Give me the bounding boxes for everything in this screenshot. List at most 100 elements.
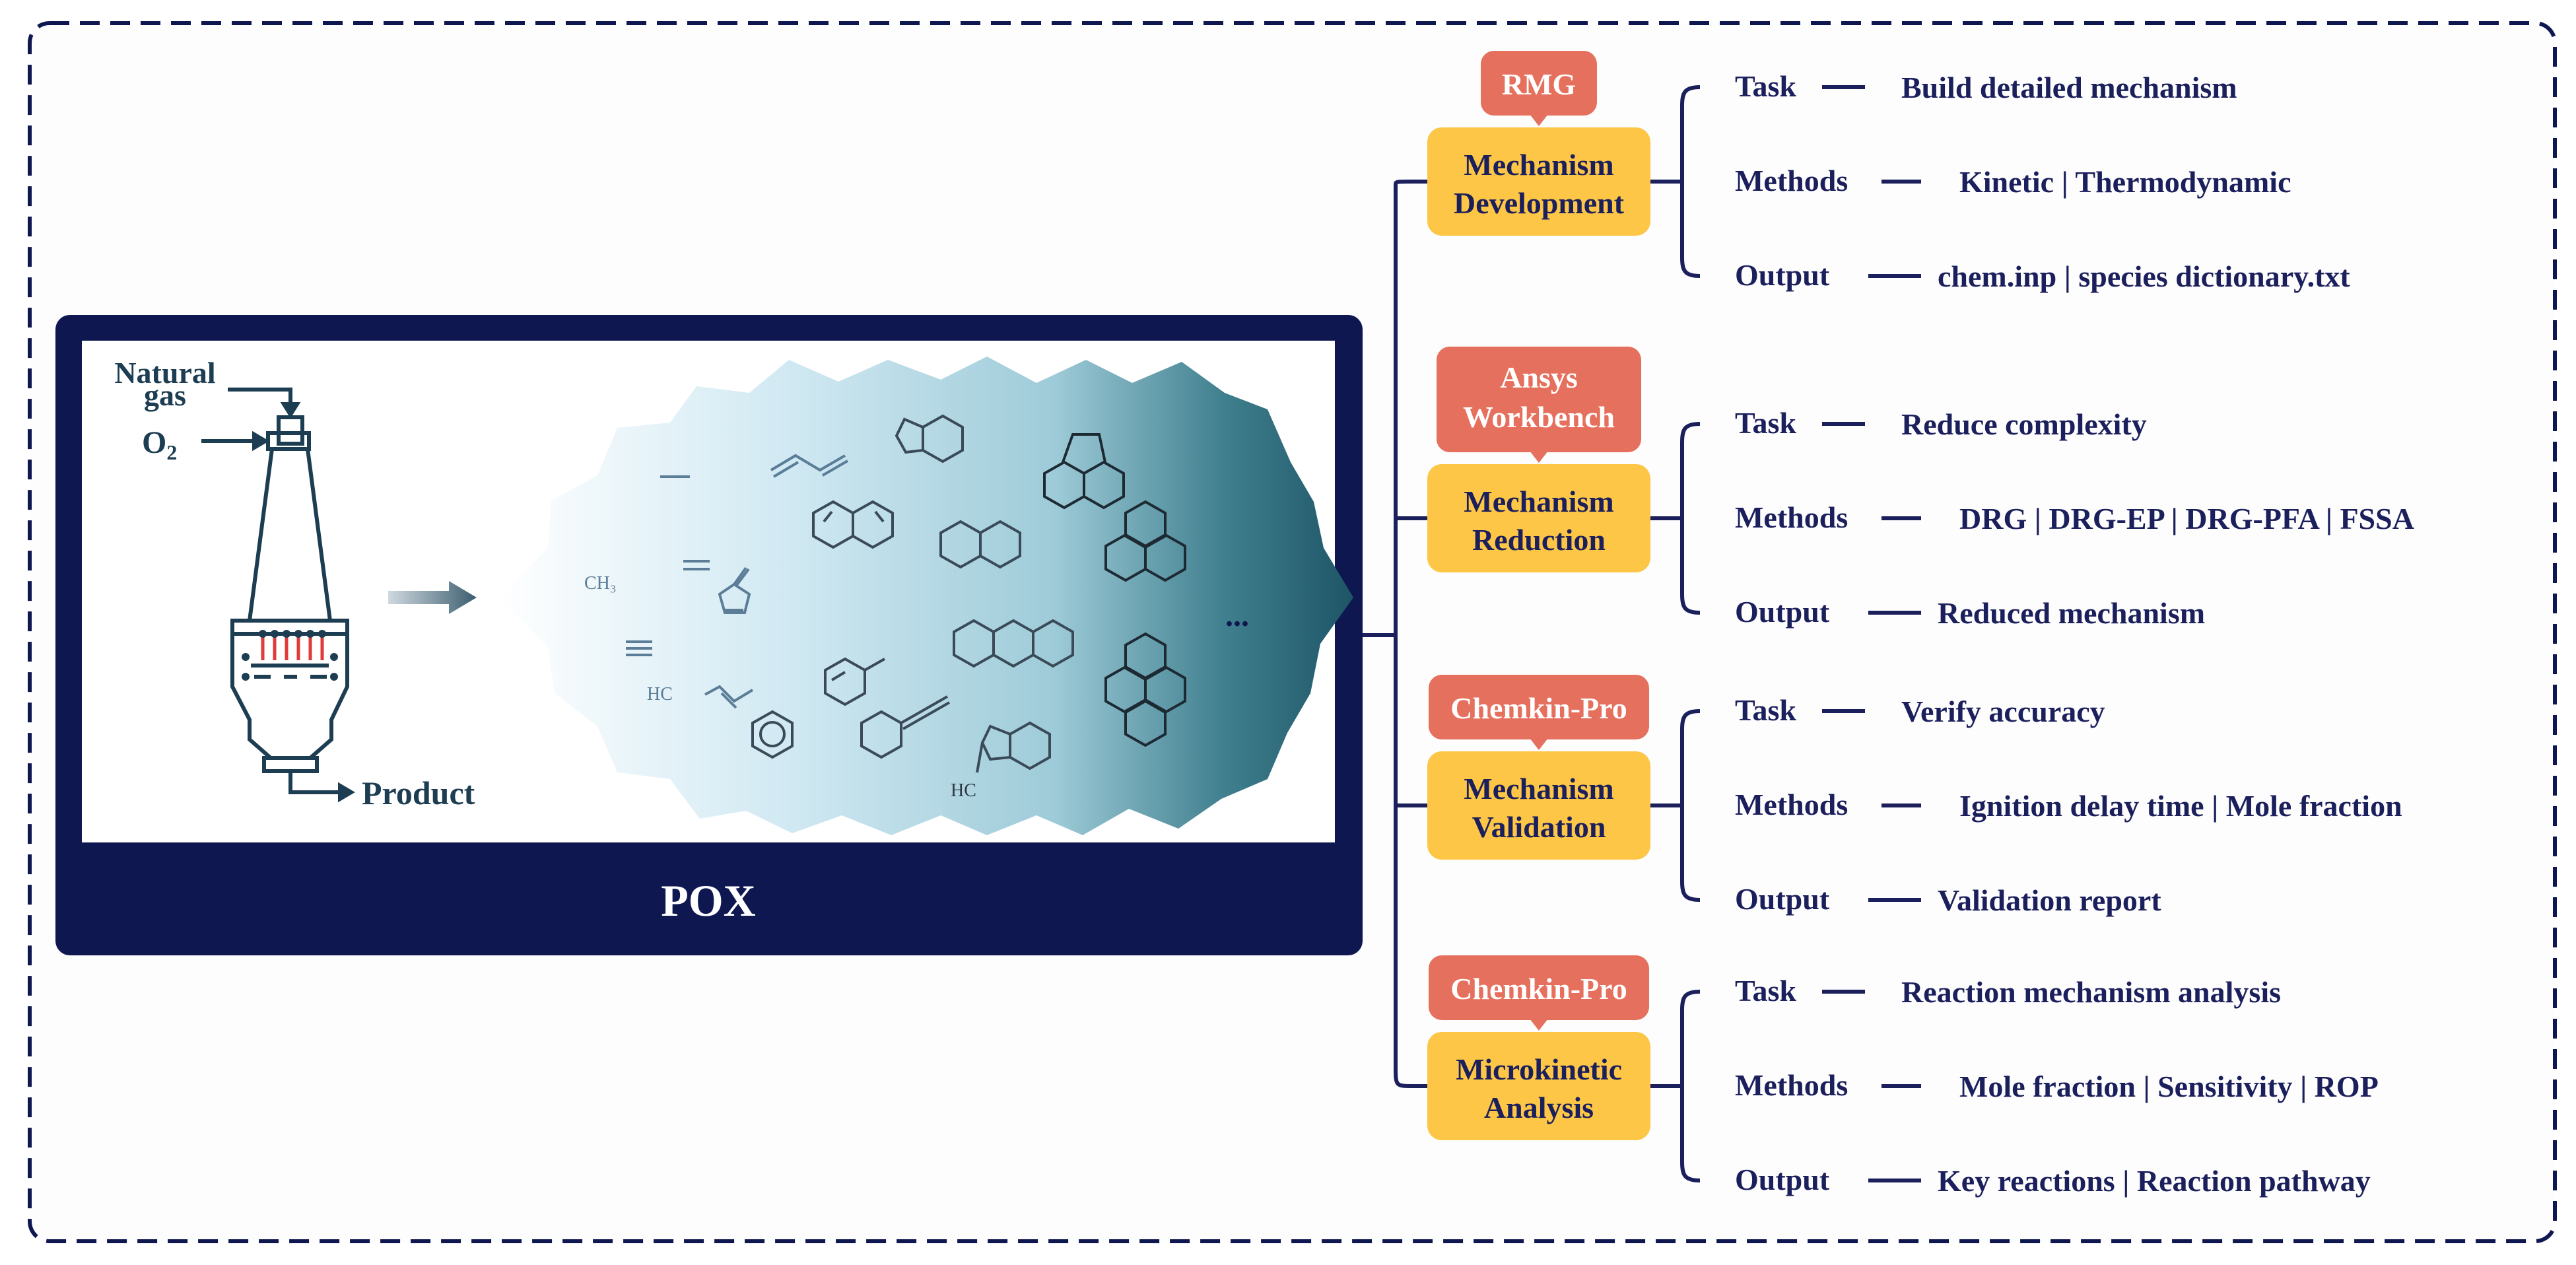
methods-value: Mole fraction | Sensitivity | ROP bbox=[1959, 1070, 2379, 1103]
output-item: chem.inp bbox=[1938, 259, 2056, 293]
ch3-label: CH₃ bbox=[584, 573, 617, 594]
species-structures: CH₃ HC bbox=[584, 414, 1249, 801]
output-value: Validation report bbox=[1938, 883, 2161, 917]
tool-tag-pointer bbox=[1530, 738, 1548, 750]
output-value: Reduced mechanism bbox=[1938, 596, 2205, 630]
branch-bracket bbox=[1650, 422, 1701, 615]
hc-label-2: HC bbox=[951, 780, 976, 801]
branch-bracket bbox=[1650, 709, 1701, 902]
tool-tag-label-line2: Workbench bbox=[1463, 400, 1615, 434]
methods-item: Ignition delay time bbox=[1959, 789, 2204, 823]
task-label: Task bbox=[1735, 69, 1796, 103]
tool-tag bbox=[1429, 675, 1649, 739]
output-item: species dictionary.txt bbox=[2078, 259, 2350, 293]
tool-tag-label: Chemkin-Pro bbox=[1450, 972, 1627, 1006]
separator: | bbox=[2027, 502, 2049, 535]
task-item: Verify accuracy bbox=[1901, 695, 2105, 728]
branch-bracket bbox=[1650, 990, 1701, 1182]
task-item: Reduce complexity bbox=[1901, 407, 2147, 441]
methods-item: Mole fraction bbox=[1959, 1070, 2136, 1103]
main-connector bbox=[1363, 180, 1429, 1088]
stage-box bbox=[1427, 464, 1650, 572]
tool-tag bbox=[1437, 347, 1641, 452]
stage-title-line2: Validation bbox=[1472, 810, 1606, 844]
separator: | bbox=[2136, 1070, 2157, 1103]
output-item: Key reactions bbox=[1938, 1164, 2115, 1198]
output-value: chem.inp | species dictionary.txt bbox=[1938, 259, 2350, 293]
output-label: Output bbox=[1735, 595, 1830, 629]
task-label: Task bbox=[1735, 406, 1796, 440]
separator: | bbox=[2163, 502, 2185, 535]
output-item: Validation report bbox=[1938, 883, 2161, 917]
tool-tag bbox=[1429, 955, 1649, 1020]
pox-label: POX bbox=[661, 875, 756, 926]
output-label: Output bbox=[1735, 1163, 1830, 1196]
stage-title-line1: Mechanism bbox=[1464, 485, 1613, 518]
stage-title-line2: Analysis bbox=[1484, 1091, 1594, 1124]
methods-item: ROP bbox=[2315, 1070, 2379, 1103]
task-item: Reaction mechanism analysis bbox=[1901, 975, 2281, 1009]
natural-gas-line1: Natural bbox=[114, 356, 215, 390]
separator: | bbox=[2054, 165, 2075, 199]
methods-label: Methods bbox=[1735, 500, 1848, 534]
methods-item: Mole fraction bbox=[2226, 789, 2402, 823]
separator: | bbox=[2318, 502, 2340, 535]
stage-box bbox=[1427, 127, 1650, 236]
separator: | bbox=[2293, 1070, 2315, 1103]
methods-label: Methods bbox=[1735, 1068, 1848, 1102]
task-label: Task bbox=[1735, 693, 1796, 727]
task-value: Reaction mechanism analysis bbox=[1901, 975, 2281, 1009]
output-item: Reduced mechanism bbox=[1938, 596, 2205, 630]
methods-item: Thermodynamic bbox=[2075, 165, 2291, 199]
separator: | bbox=[2204, 789, 2226, 823]
stage-title-line2: Reduction bbox=[1472, 523, 1606, 557]
output-label: Output bbox=[1735, 258, 1830, 292]
methods-item: Kinetic bbox=[1959, 165, 2054, 199]
o2-label: O2 bbox=[142, 425, 177, 464]
stage-box bbox=[1427, 751, 1650, 860]
branch-bracket bbox=[1650, 85, 1701, 278]
stage-title-line1: Mechanism bbox=[1464, 148, 1613, 182]
separator: | bbox=[2056, 259, 2078, 293]
methods-item: DRG-PFA bbox=[2185, 502, 2319, 535]
stage-title-line1: Mechanism bbox=[1464, 772, 1613, 805]
output-item: Reaction pathway bbox=[2137, 1164, 2371, 1198]
tool-tag-pointer bbox=[1530, 114, 1548, 126]
methods-item: DRG-EP bbox=[2049, 502, 2164, 535]
methods-label: Methods bbox=[1735, 164, 1848, 197]
stage-title-line2: Development bbox=[1454, 186, 1625, 220]
task-label: Task bbox=[1735, 974, 1796, 1008]
output-value: Key reactions | Reaction pathway bbox=[1938, 1164, 2371, 1198]
ellipsis-label: ... bbox=[1225, 598, 1249, 633]
output-label: Output bbox=[1735, 882, 1830, 916]
tool-tag bbox=[1481, 51, 1597, 116]
task-value: Reduce complexity bbox=[1901, 407, 2147, 441]
separator: | bbox=[2115, 1164, 2137, 1198]
methods-label: Methods bbox=[1735, 788, 1848, 821]
methods-item: DRG bbox=[1959, 502, 2027, 535]
hc-label-1: HC bbox=[647, 684, 673, 704]
task-value: Build detailed mechanism bbox=[1901, 71, 2237, 104]
methods-item: FSSA bbox=[2340, 502, 2414, 535]
tool-tag-label: RMG bbox=[1502, 67, 1576, 101]
task-value: Verify accuracy bbox=[1901, 695, 2105, 728]
methods-item: Sensitivity bbox=[2157, 1070, 2292, 1103]
natural-gas-line2: gas bbox=[144, 378, 186, 412]
process-arrow bbox=[388, 581, 477, 614]
methods-value: Kinetic | Thermodynamic bbox=[1959, 165, 2291, 199]
species-cloud bbox=[498, 357, 1353, 835]
tool-tag-pointer bbox=[1530, 1019, 1548, 1031]
task-item: Build detailed mechanism bbox=[1901, 71, 2237, 104]
tool-tag-label: Chemkin-Pro bbox=[1450, 691, 1627, 725]
methods-value: Ignition delay time | Mole fraction bbox=[1959, 789, 2402, 823]
product-label: Product bbox=[362, 774, 475, 811]
tool-tag-label-line1: Ansys bbox=[1500, 360, 1578, 394]
